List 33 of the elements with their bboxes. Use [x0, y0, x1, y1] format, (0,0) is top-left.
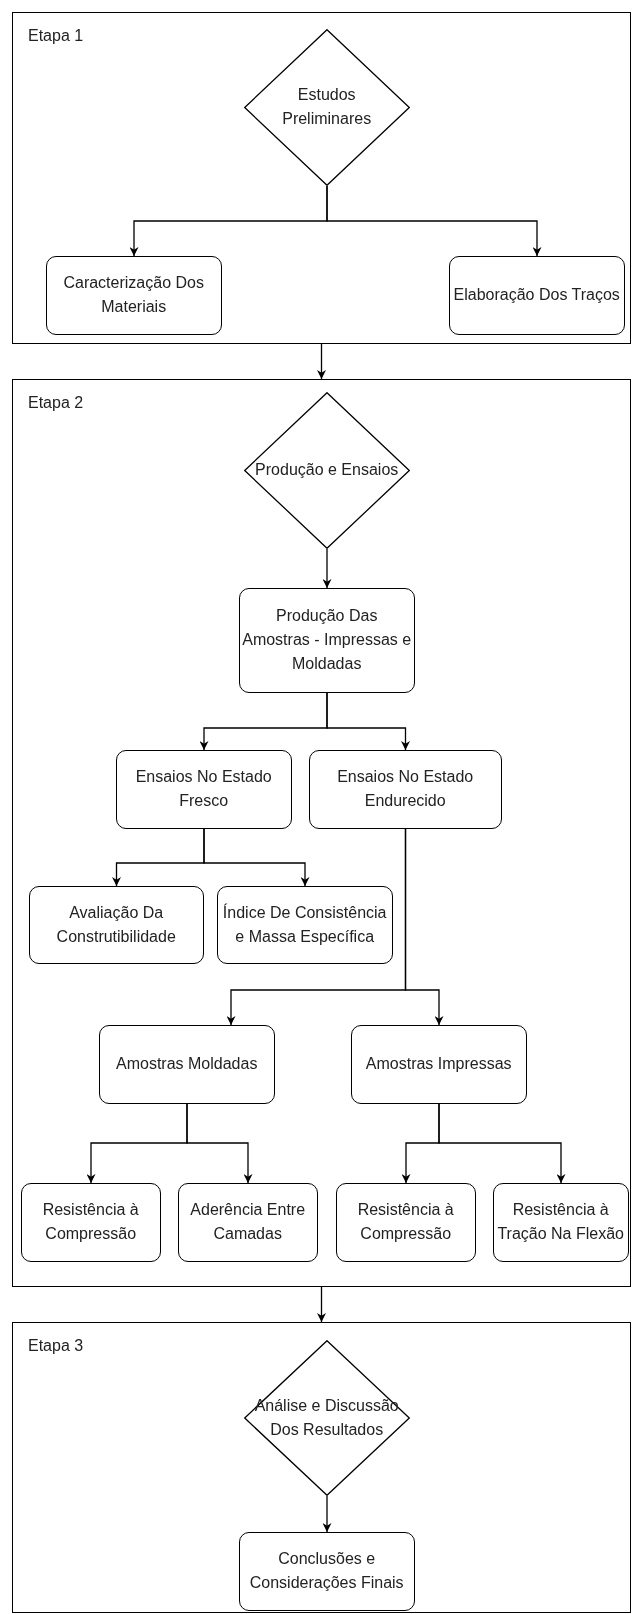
process-box: Resistência à Compressão [335, 1182, 476, 1262]
decision-diamond: Produção e Ensaios [243, 391, 410, 549]
arrow [203, 828, 310, 887]
stage-frame [12, 12, 631, 344]
decision-diamond: Análise e Discussão Dos Resultados [243, 1339, 410, 1496]
stage-title: Etapa 2 [28, 393, 84, 413]
arrow [317, 343, 326, 380]
arrow [317, 1286, 326, 1323]
stage-frame [12, 1322, 631, 1613]
arrow [326, 185, 542, 257]
arrow [404, 828, 444, 1026]
process-box: Avaliação Da Construtibilidade [28, 885, 204, 964]
process-box: Elaboração Dos Traços [448, 255, 625, 335]
process-box: Resistência à Compressão [20, 1182, 161, 1262]
process-box: Amostras Moldadas [98, 1024, 275, 1104]
process-box: Conclusões e Considerações Finais [238, 1531, 415, 1611]
arrow [186, 1103, 253, 1184]
process-box: Resistência à Tração Na Flexão [492, 1182, 629, 1262]
process-box: Amostras Impressas [350, 1024, 527, 1104]
process-box: Ensaios No Estado Fresco [115, 749, 292, 829]
stage-frame [12, 379, 631, 1287]
arrow [438, 1103, 566, 1184]
process-box: Produção Das Amostras - Impressas e Moldadas [238, 587, 415, 693]
process-box: Aderência Entre Camadas [177, 1182, 318, 1262]
stage-title: Etapa 3 [28, 1336, 84, 1356]
arrow [322, 1495, 332, 1533]
process-box: Caracterização Dos Materiais [45, 255, 222, 335]
decision-diamond: Estudos Preliminares [243, 28, 410, 186]
process-box: Ensaios No Estado Endurecido [308, 749, 502, 829]
process-box: Índice De Consistência e Massa Específica [216, 885, 393, 964]
stage-title: Etapa 1 [28, 26, 84, 46]
arrow [322, 548, 332, 589]
arrow [326, 692, 410, 751]
